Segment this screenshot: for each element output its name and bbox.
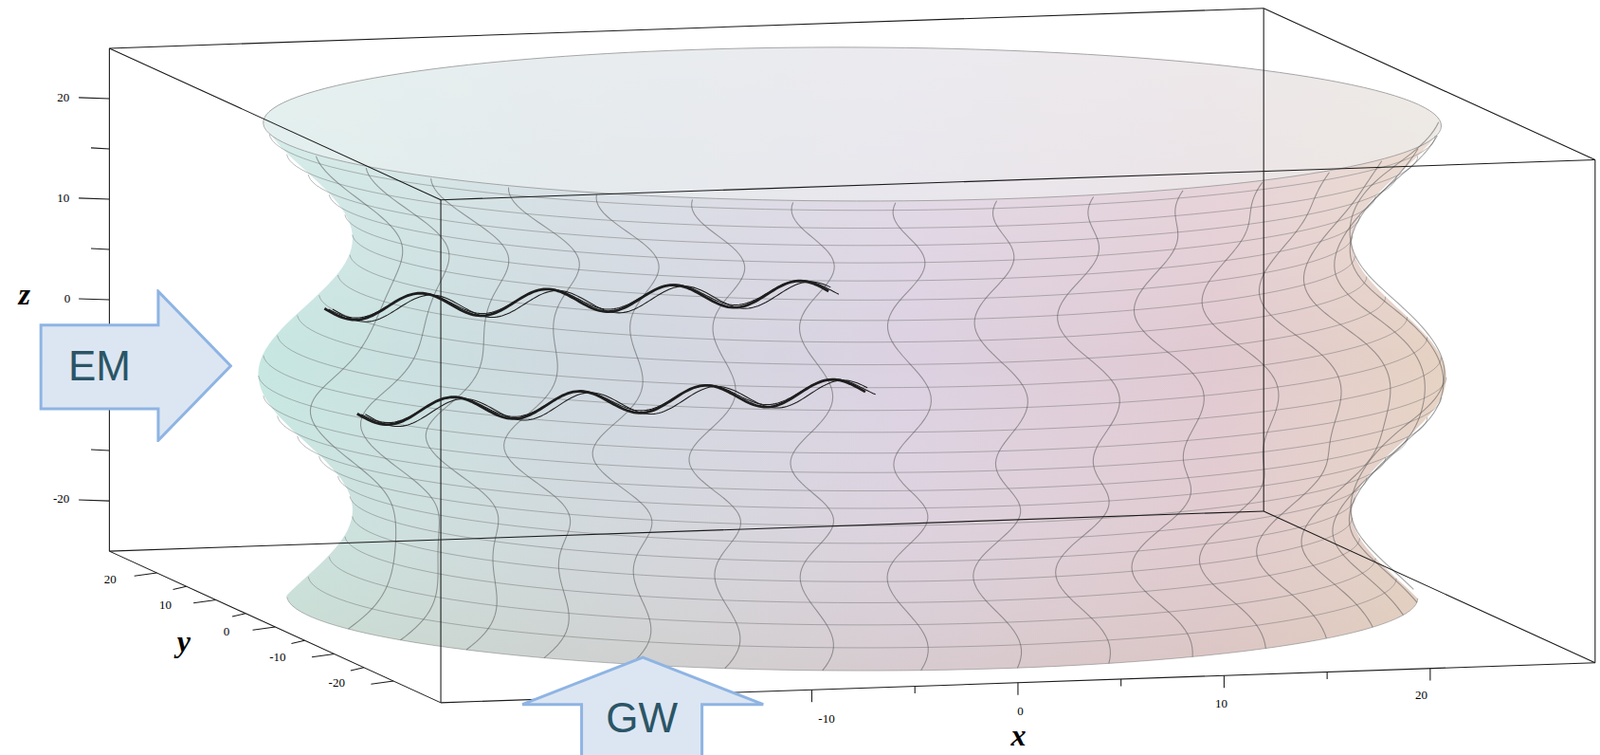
axis-tick: [1429, 668, 1431, 681]
tick-label: 20: [56, 90, 70, 104]
axis-tick: [1017, 682, 1019, 695]
arrow-outline: [38, 289, 234, 442]
box-edge: [109, 48, 441, 200]
box-edge: [1263, 8, 1265, 511]
axis-label: x: [1010, 719, 1026, 750]
arrow-label: GW: [581, 695, 703, 739]
tick-label: 10: [1215, 695, 1228, 709]
axis-label: y: [177, 625, 191, 656]
grid-meridian: [1332, 148, 1425, 616]
grid-meridian: [1055, 197, 1121, 664]
grid-meridian: [973, 200, 1029, 668]
axis-tick: [78, 499, 110, 501]
box-edge: [1263, 510, 1596, 663]
grid-meridian: [592, 194, 659, 664]
axis-tick: [90, 147, 110, 149]
axis-tick: [90, 248, 110, 250]
grid-meridian: [1256, 172, 1342, 638]
tick-label: -10: [269, 650, 286, 663]
em-wave: [357, 379, 866, 424]
gw-arrow: GW: [520, 654, 765, 754]
grid-ring: [277, 335, 1428, 411]
axis-tick: [90, 449, 110, 451]
box-edge: [109, 510, 1264, 551]
tick-label: 0: [64, 291, 72, 305]
arrow-shape: [40, 290, 231, 440]
surface-rim: [263, 47, 1442, 201]
axis-label: z: [18, 278, 31, 310]
box-edge: [440, 159, 1596, 200]
grid-meridian: [1349, 122, 1445, 590]
grid-ring: [263, 355, 1442, 433]
axis-tick: [370, 680, 394, 684]
box-edge: [109, 8, 1264, 49]
axis-tick: [134, 572, 158, 576]
grid-ring: [258, 375, 1447, 454]
axis-tick: [1327, 671, 1328, 679]
grid-ring: [308, 576, 1397, 648]
grid-ring: [297, 314, 1408, 387]
axis-tick: [193, 599, 217, 602]
surface-body: [257, 47, 1446, 671]
axis-tick: [78, 198, 110, 200]
axis-tick: [811, 689, 813, 702]
grid-ring: [328, 556, 1376, 625]
axis-tick: [173, 585, 187, 589]
grid-ring: [319, 294, 1386, 364]
grid-meridian: [887, 202, 931, 671]
tick-label: 10: [159, 598, 172, 611]
axis-tick: [78, 298, 110, 300]
tick-label: 0: [1017, 704, 1024, 717]
tick-label: 0: [223, 624, 231, 637]
grid-ring: [337, 274, 1366, 343]
axis-tick: [253, 626, 276, 630]
grid-meridian: [1348, 135, 1443, 602]
axis-tick: [311, 654, 335, 657]
tick-label: -10: [818, 710, 835, 724]
box-edge: [1594, 159, 1596, 662]
grid-meridian: [790, 201, 835, 671]
arrow-label: EM: [40, 324, 159, 408]
tick-label: -20: [53, 491, 70, 505]
grid-ring: [345, 536, 1361, 603]
grid-meridian: [689, 199, 746, 668]
box-edge: [1263, 8, 1596, 161]
em-arrow: EM: [38, 289, 234, 442]
grid-meridian: [309, 156, 402, 629]
axis-tick: [232, 613, 246, 617]
axis-tick: [78, 97, 110, 99]
tick-label: -20: [328, 675, 346, 689]
tick-label: 20: [1415, 688, 1428, 701]
box-edge: [109, 550, 441, 703]
grid-meridian: [504, 187, 581, 658]
em-wave: [364, 380, 868, 427]
em-wave: [332, 281, 831, 322]
grid-ring: [328, 194, 1376, 263]
tick-label: 20: [104, 572, 117, 585]
grid-meridian: [1131, 190, 1204, 657]
axis-tick: [1120, 678, 1122, 687]
axis-tick: [1223, 674, 1225, 688]
axis-tick: [350, 667, 364, 671]
surface-shade: [257, 47, 1446, 671]
grid-ring: [349, 495, 1355, 562]
tick-label: 10: [56, 190, 70, 203]
box-edge: [440, 200, 442, 703]
grid-meridian: [361, 167, 450, 640]
grid-ring: [287, 596, 1419, 671]
arrow-shape: [522, 656, 764, 754]
axis-tick: [914, 686, 916, 694]
grid-meridian: [1199, 181, 1279, 648]
axis-tick: [290, 639, 305, 643]
grid-ring: [337, 475, 1366, 544]
grid-ring: [345, 214, 1361, 281]
